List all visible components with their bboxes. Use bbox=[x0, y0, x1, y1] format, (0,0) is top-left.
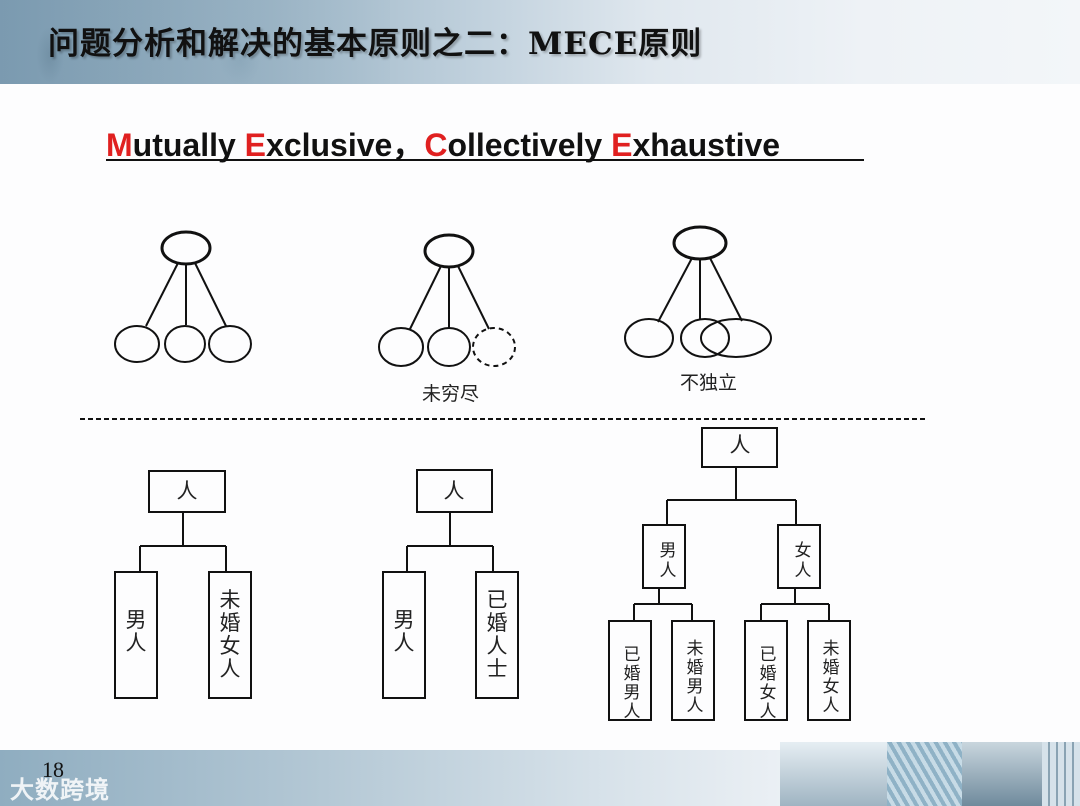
tree3-node-female: 女 人 bbox=[795, 541, 812, 581]
svg-text:女: 女 bbox=[760, 683, 777, 703]
subtitle-initial-e: E bbox=[611, 127, 633, 163]
tree-3 bbox=[608, 427, 851, 721]
svg-text:已: 已 bbox=[760, 645, 777, 665]
svg-text:未: 未 bbox=[823, 639, 840, 659]
slide-header bbox=[0, 0, 1080, 84]
svg-text:士: 士 bbox=[487, 657, 508, 681]
tree1-root-label: 人 bbox=[177, 479, 198, 503]
svg-text:人: 人 bbox=[823, 696, 840, 716]
subtitle-word: utually bbox=[132, 127, 245, 163]
tree2-child-1: 男 人 bbox=[394, 608, 415, 655]
mece-subtitle: Mutually Exclusive，Collectively Exhausti… bbox=[106, 120, 780, 166]
svg-text:未: 未 bbox=[687, 639, 704, 659]
svg-text:未: 未 bbox=[220, 588, 241, 612]
diagram-not-exclusive bbox=[624, 225, 772, 358]
tree2-child-2: 已 婚 人 士 bbox=[487, 588, 508, 681]
svg-text:已: 已 bbox=[624, 645, 641, 665]
svg-text:男: 男 bbox=[687, 677, 704, 697]
svg-text:婚: 婚 bbox=[760, 664, 777, 684]
svg-text:女: 女 bbox=[823, 677, 840, 697]
svg-text:男: 男 bbox=[624, 683, 641, 703]
tree3-leaf-married-men: 已 婚 男 人 bbox=[624, 645, 641, 722]
watermark: 大数跨境 bbox=[10, 776, 110, 804]
caption-not-exhaustive: 未穷尽 bbox=[422, 383, 479, 405]
svg-text:婚: 婚 bbox=[487, 611, 508, 635]
svg-text:女: 女 bbox=[220, 634, 241, 658]
tree3-leaf-married-women: 已 婚 女 人 bbox=[760, 645, 777, 722]
svg-text:婚: 婚 bbox=[220, 611, 241, 635]
svg-text:人: 人 bbox=[126, 631, 147, 655]
caption-not-exclusive: 不独立 bbox=[680, 372, 737, 394]
subtitle-word: xhaustive bbox=[632, 127, 781, 163]
footer-photo-tower bbox=[1042, 742, 1080, 806]
svg-text:男: 男 bbox=[660, 541, 677, 561]
diagram-not-exhaustive bbox=[378, 233, 516, 367]
svg-text:人: 人 bbox=[220, 657, 241, 681]
svg-text:已: 已 bbox=[487, 588, 508, 612]
svg-text:女: 女 bbox=[795, 541, 812, 561]
page-title: 问题分析和解决的基本原则之二：MECE原则 bbox=[48, 26, 703, 62]
subtitle-initial-e: E bbox=[244, 127, 267, 163]
subtitle-initial-c: C bbox=[424, 127, 448, 163]
tree1-child-1: 男 人 bbox=[126, 608, 147, 655]
tree1-child-2: 未 婚 女 人 bbox=[220, 588, 241, 681]
svg-text:人: 人 bbox=[487, 634, 508, 658]
svg-text:人: 人 bbox=[687, 696, 704, 716]
footer-photo-building bbox=[887, 742, 962, 806]
tree3-leaf-unmarried-men: 未 婚 男 人 bbox=[687, 639, 704, 716]
page-number: 18 bbox=[42, 757, 64, 782]
svg-text:婚: 婚 bbox=[687, 658, 704, 678]
svg-text:男: 男 bbox=[126, 608, 147, 632]
tree3-node-male: 男 人 bbox=[660, 541, 677, 581]
header-background-photo bbox=[0, 0, 390, 84]
tree-2 bbox=[382, 469, 519, 699]
svg-text:人: 人 bbox=[394, 631, 415, 655]
svg-text:人: 人 bbox=[660, 561, 677, 581]
svg-text:男: 男 bbox=[394, 608, 415, 632]
subtitle-underline bbox=[106, 159, 864, 161]
subtitle-word: xclusive， bbox=[266, 127, 425, 163]
footer-photo-meeting bbox=[780, 742, 887, 806]
svg-text:婚: 婚 bbox=[823, 658, 840, 678]
svg-text:人: 人 bbox=[760, 702, 777, 722]
tree3-root-label: 人 bbox=[730, 433, 751, 457]
tree2-root-label: 人 bbox=[444, 479, 465, 503]
footer-photo-strip bbox=[780, 742, 1080, 806]
subtitle-word: ollectively bbox=[447, 127, 612, 163]
tree3-leaf-unmarried-women: 未 婚 女 人 bbox=[823, 639, 840, 716]
diagram-mece-correct bbox=[114, 230, 252, 363]
footer-photo-office bbox=[962, 742, 1042, 806]
svg-text:人: 人 bbox=[795, 561, 812, 581]
svg-text:人: 人 bbox=[624, 702, 641, 722]
tree-1 bbox=[114, 470, 252, 699]
subtitle-initial-m: M bbox=[106, 127, 133, 163]
svg-text:婚: 婚 bbox=[624, 664, 641, 684]
